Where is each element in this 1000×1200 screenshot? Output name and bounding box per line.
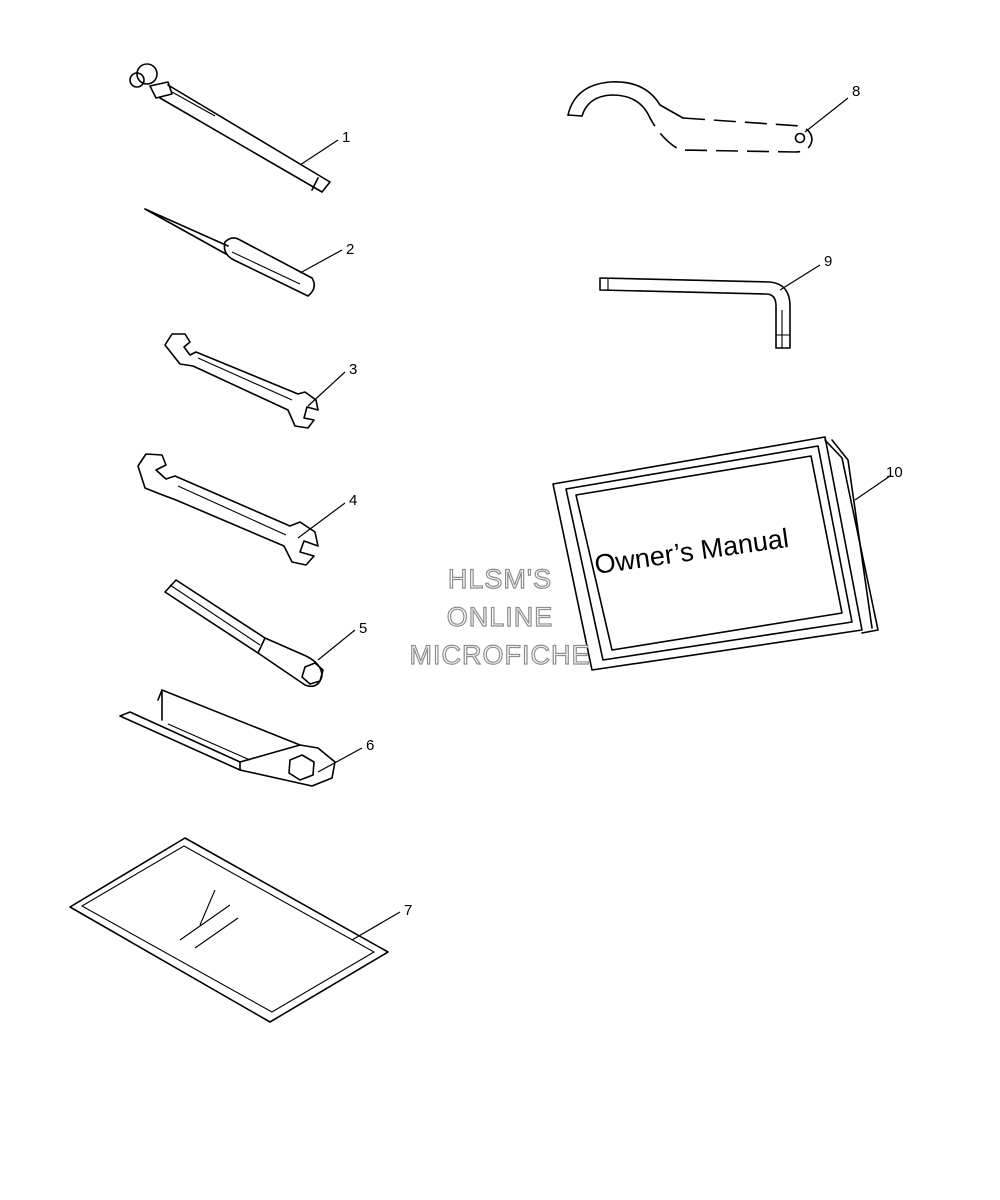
watermark-line-3: MICROFICHE — [410, 640, 591, 670]
part-8-hook-spanner — [567, 81, 813, 153]
watermark: HLSM'S ONLINE MICROFICHE — [409, 563, 591, 670]
callout-3: 3 — [349, 361, 357, 378]
part-2-screwdriver — [144, 208, 316, 297]
leader-lines — [297, 97, 891, 941]
callout-7: 7 — [404, 902, 412, 919]
watermark-line-2: ONLINE — [447, 602, 554, 632]
callout-1: 1 — [342, 129, 350, 146]
callout-4: 4 — [349, 492, 357, 509]
watermark-line-1: HLSM'S — [448, 564, 552, 594]
callout-6: 6 — [366, 737, 374, 754]
part-9-hex-key — [599, 277, 791, 349]
part-4-wrench-large — [137, 453, 319, 566]
manual-cover-title: Owner’s Manual — [593, 523, 791, 580]
callout-9: 9 — [824, 253, 832, 270]
part-3-wrench-small — [164, 333, 319, 429]
callout-2: 2 — [346, 241, 354, 258]
part-1-tool — [129, 63, 331, 193]
part-5-socket-wrench — [164, 579, 324, 688]
callout-8: 8 — [852, 83, 860, 100]
callout-5: 5 — [359, 620, 367, 637]
part-10-owners-manual: Owner’s Manual — [552, 436, 879, 671]
part-7-bag — [69, 837, 389, 1023]
callout-10: 10 — [886, 464, 903, 481]
part-6-spanner — [119, 689, 336, 787]
